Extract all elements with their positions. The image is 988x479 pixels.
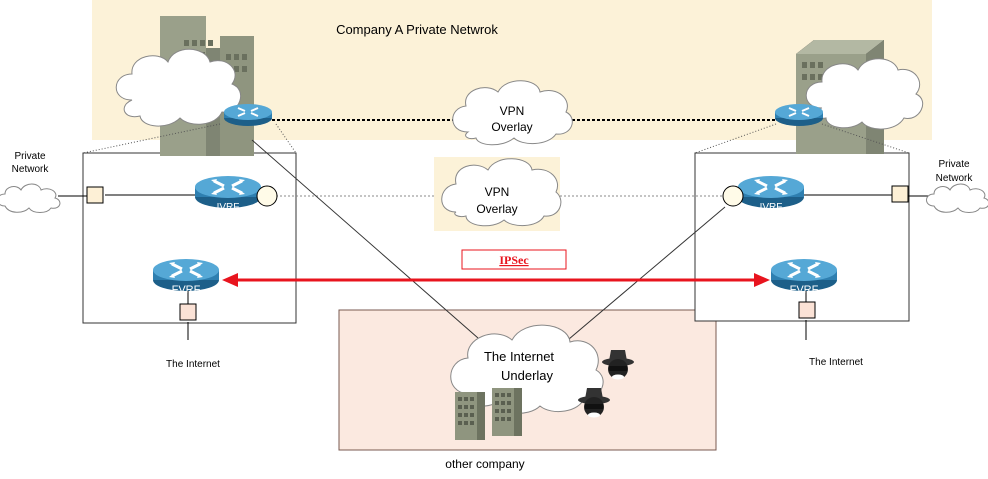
ipsec-label: IPSec xyxy=(499,253,529,267)
left-fvrf-label: FVRF xyxy=(172,284,201,296)
other-company-label: other company xyxy=(445,457,524,471)
right-building-icon xyxy=(796,40,924,154)
ipsec-label-box xyxy=(461,249,567,270)
left-private-network-line2: Network xyxy=(12,164,50,175)
internet-cloud-line2: Underlay xyxy=(501,368,554,383)
right-edge-router-icon xyxy=(774,103,824,127)
ipsec-tunnel-arrow xyxy=(222,273,770,287)
right-private-network-cloud-icon xyxy=(926,183,988,213)
left-internet-label: The Internet xyxy=(166,359,220,370)
right-ivrf-interface xyxy=(722,185,744,207)
vpn-mid-line2: Overlay xyxy=(476,202,517,216)
left-private-network-line1: Private xyxy=(14,151,46,162)
vpn-overlay-cloud-mid: VPN Overlay xyxy=(441,158,562,227)
left-private-port xyxy=(86,186,104,204)
left-edge-router-icon xyxy=(223,103,273,127)
right-zoom-line-b xyxy=(821,123,910,154)
right-ivrf-label: IVRF xyxy=(760,202,783,213)
right-private-network-line1: Private xyxy=(938,159,970,170)
left-underlay-line xyxy=(251,139,479,339)
right-internet-port xyxy=(798,301,816,319)
left-site-box xyxy=(82,152,297,324)
right-private-port xyxy=(891,185,909,203)
internet-underlay-cloud: The Internet Underlay xyxy=(450,324,604,414)
left-ivrf-interface xyxy=(256,185,278,207)
vpn-top-line2: Overlay xyxy=(491,120,532,134)
vpn-mid-line1: VPN xyxy=(485,185,510,199)
right-fvrf-label: FVRF xyxy=(790,284,819,296)
vpn-top-line1: VPN xyxy=(500,104,525,118)
left-ivrf-label: IVRF xyxy=(217,202,240,213)
left-building-icon xyxy=(115,16,254,156)
left-private-network-cloud-icon xyxy=(0,183,61,213)
vpn-overlay-cloud-top: VPN Overlay xyxy=(452,80,573,146)
company-a-title: Company A Private Netwrok xyxy=(336,22,498,37)
internet-cloud-line1: The Internet xyxy=(484,349,554,364)
right-private-network-line2: Network xyxy=(936,173,974,184)
right-internet-label: The Internet xyxy=(809,357,863,368)
left-internet-port xyxy=(179,303,197,321)
